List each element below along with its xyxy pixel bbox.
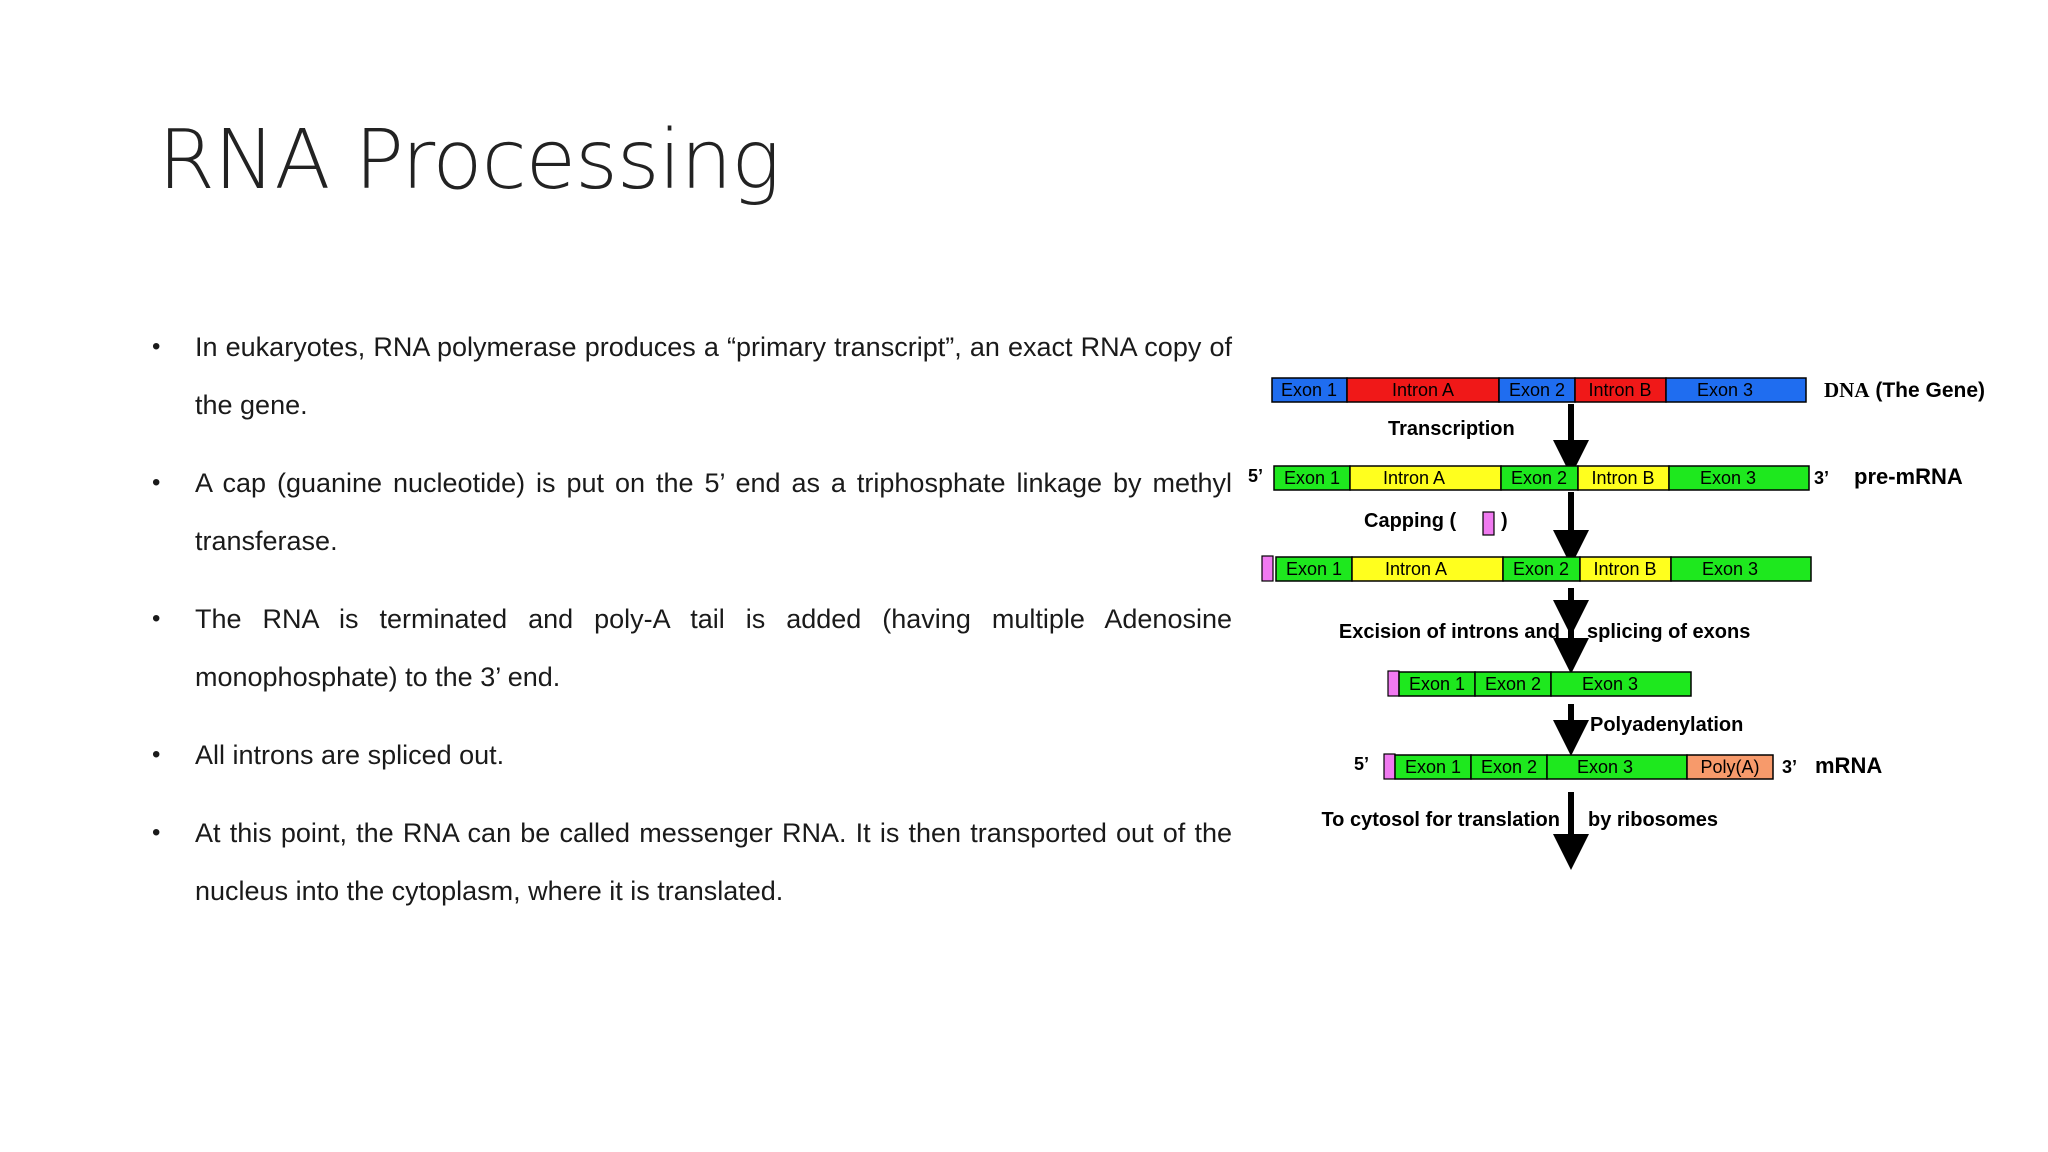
mrna-row: 5’ Exon 1 Exon 2 Exon 3 Poly(A) 3’ mRNA	[1354, 753, 1882, 780]
bullet-text: All introns are spliced out.	[195, 740, 505, 770]
pre-mrna-row: 5’ Exon 1 Intron A Exon 2 Intron B Exon …	[1248, 464, 1963, 491]
capped-intron-a	[1351, 556, 1504, 582]
pre-mrna-3prime: 3’	[1814, 468, 1829, 488]
spliced-exon-3	[1550, 671, 1692, 697]
bullet-icon: •	[152, 819, 161, 846]
bullet-item: • The RNA is terminated and poly-A tail …	[150, 590, 1232, 706]
capping-label-right: )	[1501, 510, 1508, 532]
capped-intron-b-label: Intron B	[1593, 559, 1656, 579]
capped-exon-1-label: Exon 1	[1286, 559, 1342, 579]
bullet-text: In eukaryotes, RNA polymerase produces a…	[195, 332, 1232, 420]
pre-mrna-exon-1-label: Exon 1	[1284, 468, 1340, 488]
dna-row: Exon 1 Intron A Exon 2 Intron B Exon 3 D…	[1271, 377, 1985, 403]
dna-exon-1	[1271, 377, 1348, 403]
bullet-icon: •	[152, 333, 161, 360]
capping-legend-cap-icon	[1482, 511, 1495, 536]
spliced-exon-2-label: Exon 2	[1485, 674, 1541, 694]
bullet-item: • In eukaryotes, RNA polymerase produces…	[150, 318, 1232, 434]
bullet-icon: •	[152, 469, 161, 496]
bullet-icon: •	[152, 605, 161, 632]
dna-intron-a-label: Intron A	[1392, 380, 1454, 400]
bullet-text: At this point, the RNA can be called mes…	[195, 818, 1232, 906]
dna-label: DNA (The Gene)	[1824, 378, 1985, 402]
mrna-exon-1-label: Exon 1	[1405, 757, 1461, 777]
dna-label-rest: (The Gene)	[1870, 379, 1986, 402]
slide-title: RNA Processing	[158, 113, 780, 208]
mrna-cap	[1383, 753, 1396, 780]
dna-exon-1-label: Exon 1	[1281, 380, 1337, 400]
spliced-cap	[1387, 670, 1400, 697]
mrna-exon-3	[1546, 754, 1688, 780]
pre-mrna-label: pre-mRNA	[1854, 464, 1963, 489]
pre-mrna-exon-3-label: Exon 3	[1700, 468, 1756, 488]
excision-label-right: splicing of exons	[1587, 621, 1750, 643]
bullet-item: • All introns are spliced out.	[150, 726, 1232, 784]
capped-row: Exon 1 Intron A Exon 2 Intron B Exon 3	[1261, 555, 1812, 582]
mrna-5prime: 5’	[1354, 754, 1369, 774]
capped-exon-3	[1670, 556, 1812, 582]
capped-intron-b	[1579, 556, 1672, 582]
dna-exon-3	[1665, 377, 1807, 403]
mrna-exon-3-label: Exon 3	[1577, 757, 1633, 777]
pre-mrna-5prime: 5’	[1248, 466, 1263, 486]
dna-exon-3-label: Exon 3	[1697, 380, 1753, 400]
mrna-3prime: 3’	[1782, 757, 1797, 777]
pre-mrna-exon-3	[1668, 465, 1810, 491]
dna-intron-a	[1346, 377, 1500, 403]
capped-exon-3-label: Exon 3	[1702, 559, 1758, 579]
polyadenylation-label: Polyadenylation	[1590, 714, 1743, 736]
capped-exon-1	[1275, 556, 1353, 582]
bullet-text: The RNA is terminated and poly-A tail is…	[195, 604, 1232, 692]
capped-intron-a-label: Intron A	[1385, 559, 1447, 579]
bullet-item: • At this point, the RNA can be called m…	[150, 804, 1232, 920]
mrna-label: mRNA	[1815, 753, 1882, 778]
pre-mrna-exon-2-label: Exon 2	[1511, 468, 1567, 488]
mrna-poly-a-label: Poly(A)	[1700, 757, 1759, 777]
mrna-exon-1	[1394, 754, 1472, 780]
rna-processing-diagram: Exon 1 Intron A Exon 2 Intron B Exon 3 D…	[1248, 377, 1985, 870]
bullet-list: • In eukaryotes, RNA polymerase produces…	[150, 318, 1232, 940]
capped-cap	[1261, 555, 1274, 582]
bullet-item: • A cap (guanine nucleotide) is put on t…	[150, 454, 1232, 570]
dna-exon-2-label: Exon 2	[1509, 380, 1565, 400]
capped-exon-2-label: Exon 2	[1513, 559, 1569, 579]
spliced-exon-1-label: Exon 1	[1409, 674, 1465, 694]
bullet-icon: •	[152, 741, 161, 768]
pre-mrna-intron-b-label: Intron B	[1591, 468, 1654, 488]
mrna-exon-2-label: Exon 2	[1481, 757, 1537, 777]
pre-mrna-intron-a-label: Intron A	[1383, 468, 1445, 488]
cytosol-label-right: by ribosomes	[1588, 809, 1718, 831]
capping-label-left: Capping (	[1364, 510, 1457, 532]
pre-mrna-intron-b	[1577, 465, 1670, 491]
dna-label-bold: DNA	[1824, 378, 1870, 402]
dna-intron-b-label: Intron B	[1588, 380, 1651, 400]
spliced-exon-3-label: Exon 3	[1582, 674, 1638, 694]
mrna-poly-a	[1686, 754, 1774, 780]
transcription-label: Transcription	[1388, 418, 1515, 440]
excision-label-left: Excision of introns and	[1339, 621, 1560, 643]
cytosol-label-left: To cytosol for translation	[1321, 809, 1560, 831]
bullet-text: A cap (guanine nucleotide) is put on the…	[195, 468, 1232, 556]
capping-label: Capping (	[1364, 510, 1457, 532]
dna-exon-2	[1498, 377, 1576, 403]
spliced-row: Exon 1 Exon 2 Exon 3	[1387, 670, 1692, 697]
